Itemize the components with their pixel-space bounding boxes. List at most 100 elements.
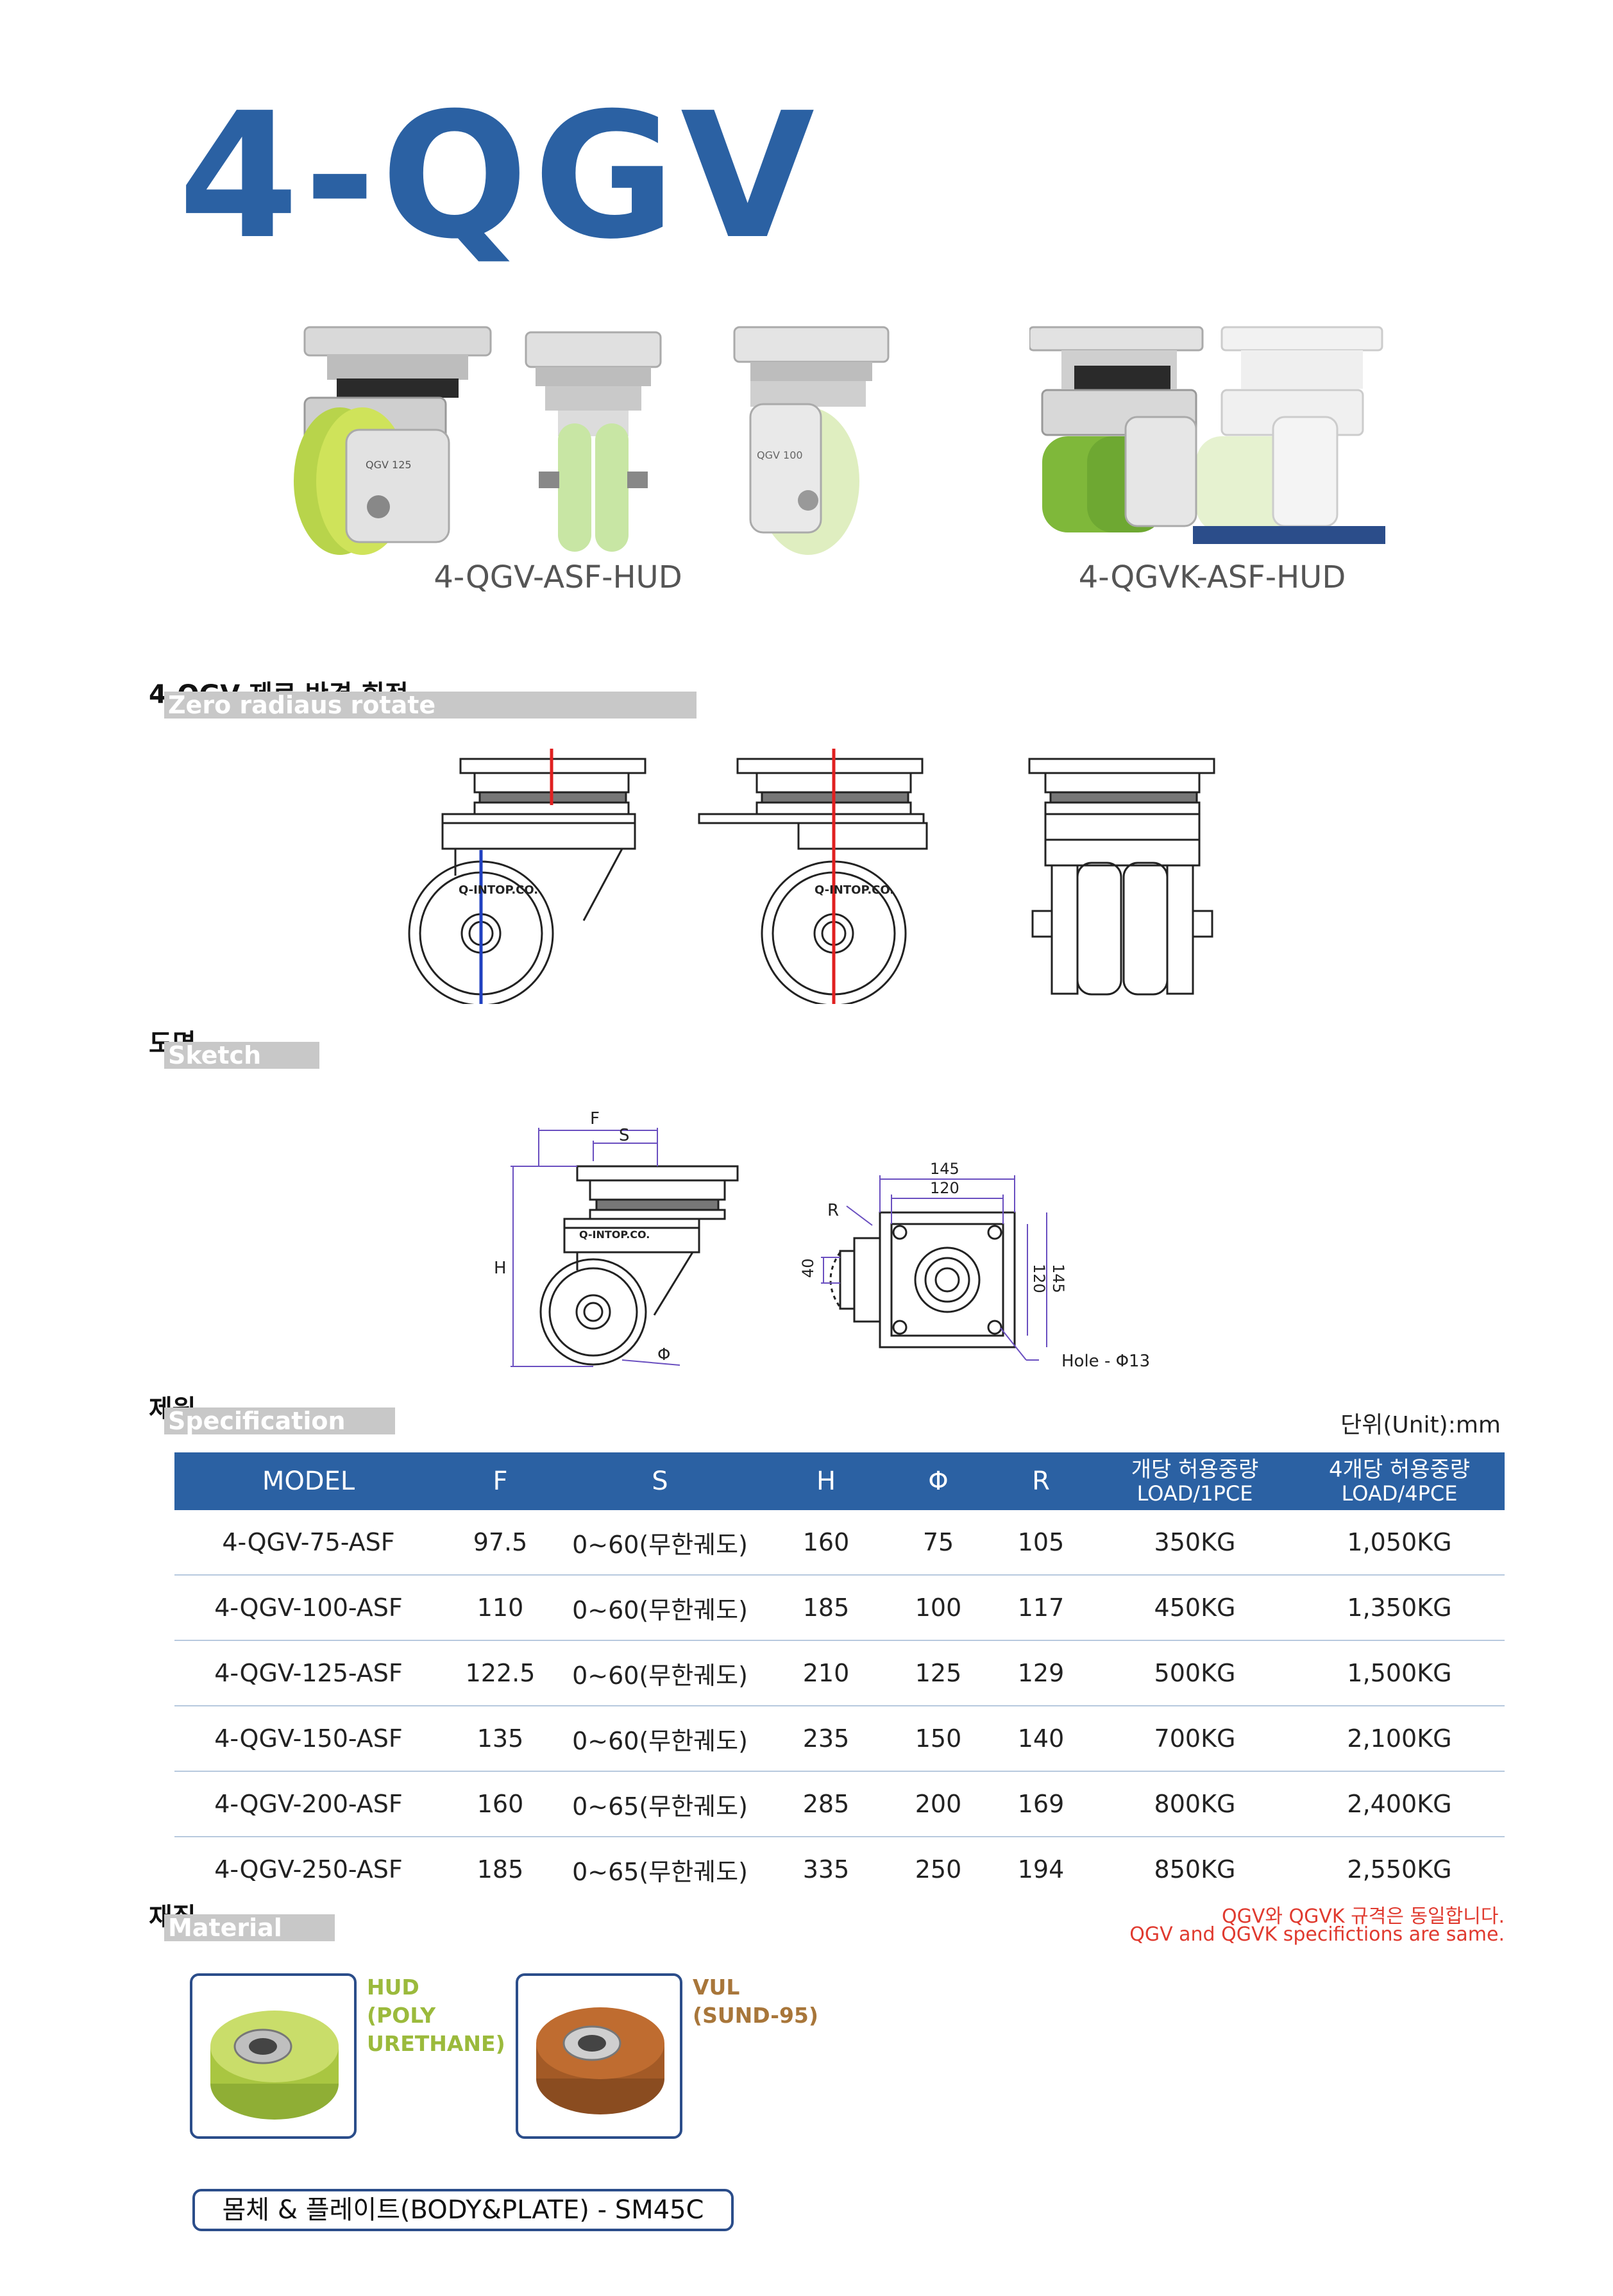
cell-h: 285: [762, 1771, 890, 1837]
zero-radius-drawings: Q-INTOP.CO. Q-INTOP.CO.: [408, 749, 1215, 1004]
cell-f: 185: [477, 1855, 524, 1884]
dim-s: S: [619, 1126, 630, 1145]
cell-h: 235: [762, 1706, 890, 1772]
header-f: F: [443, 1452, 558, 1510]
cell-phi: 150: [890, 1706, 986, 1772]
spec-header-row: MODEL F S H Φ R 개당 허용중량 LOAD/1PCE 4개당 허용…: [174, 1452, 1505, 1510]
section-title-spec-en: Specification: [164, 1407, 395, 1434]
hud-label-2: (POLY: [367, 2003, 436, 2028]
material-vul-label: VUL (SUND-95): [693, 1973, 818, 2030]
section-title-material-en: Material: [164, 1914, 335, 1941]
hud-label-1: HUD: [367, 1975, 419, 2000]
header-phi: Φ: [890, 1452, 986, 1510]
caster-photo-2: [525, 331, 662, 552]
header-s: S: [558, 1452, 762, 1510]
section-title-sketch-en: Sketch: [164, 1042, 319, 1069]
caption-right: 4-QGVK-ASF-HUD: [1078, 559, 1346, 595]
wheel-label-2: QGV 100: [757, 449, 803, 461]
cell-model: 4-QGV-75-ASF: [174, 1510, 443, 1576]
cell-s: 0~60(무한궤도): [558, 1640, 762, 1706]
header-load4-ko: 4개당 허용중량: [1328, 1457, 1471, 1483]
section-title-zero-en: Zero radiaus rotate: [164, 692, 697, 719]
cell-s: 0~65(무한궤도): [558, 1771, 762, 1837]
cell-model: 4-QGV-250-ASF: [214, 1855, 403, 1884]
cell-s: 0~60(무한궤도): [558, 1706, 762, 1772]
product-photos-left: QGV 125 QGV 100: [294, 326, 890, 555]
material-hud-box: [190, 1973, 357, 2139]
spec-table: MODEL F S H Φ R 개당 허용중량 LOAD/1PCE 4개당 허용…: [174, 1452, 1505, 1901]
cell-f: 122.5: [443, 1640, 558, 1706]
table-row: 4-QGV-125-ASF 122.5 0~60(무한궤도) 210 125 1…: [174, 1640, 1505, 1706]
wheel-label-1: QGV 125: [366, 459, 412, 471]
header-load1: 개당 허용중량 LOAD/1PCE: [1095, 1452, 1294, 1510]
dim-r: R: [827, 1201, 839, 1220]
cell-s: 0~60(무한궤도): [558, 1510, 762, 1576]
cell-f: 110: [443, 1575, 558, 1641]
cell-f: 160: [443, 1771, 558, 1837]
cell-r: 117: [986, 1575, 1095, 1641]
product-photos-right: [1029, 326, 1385, 544]
cell-model: 4-QGV-150-ASF: [174, 1706, 443, 1772]
spec-note-en: QGV and QGVK specifictions are same.: [1129, 1923, 1505, 1946]
dim-f: F: [590, 1109, 600, 1128]
caption-left: 4-QGV-ASF-HUD: [434, 559, 682, 595]
cell-h: 160: [762, 1510, 890, 1576]
table-row: 4-QGV-200-ASF 160 0~65(무한궤도) 285 200 169…: [174, 1771, 1505, 1837]
dim-145-v: 145: [1049, 1264, 1067, 1293]
cell-load1: 800KG: [1095, 1771, 1294, 1837]
header-h: H: [762, 1452, 890, 1510]
material-hud-label: HUD (POLY URETHANE): [367, 1973, 505, 2058]
cell-load1: 850KG: [1154, 1855, 1236, 1884]
cell-load1: 350KG: [1095, 1510, 1294, 1576]
table-row: 4-QGV-75-ASF 97.5 0~60(무한궤도) 160 75 105 …: [174, 1510, 1505, 1576]
vul-label-1: VUL: [693, 1975, 740, 2000]
cell-load1: 450KG: [1095, 1575, 1294, 1641]
hud-label-3: URETHANE): [367, 2031, 505, 2056]
cell-load4: 1,500KG: [1294, 1640, 1505, 1706]
unit-label: 단위(Unit):mm: [1340, 1412, 1501, 1438]
body-plate-material: 몸체 & 플레이트(BODY&PLATE) - SM45C: [192, 2189, 734, 2231]
dim-120-w: 120: [930, 1179, 959, 1197]
dim-40: 40: [799, 1258, 817, 1278]
dim-hole: Hole - Φ13: [1061, 1352, 1150, 1371]
cell-r: 105: [986, 1510, 1095, 1576]
cell-load4: 1,350KG: [1294, 1575, 1505, 1641]
caster-photo-3: QGV 100: [733, 326, 890, 555]
cell-r: 129: [986, 1640, 1095, 1706]
cell-load1: 700KG: [1095, 1706, 1294, 1772]
cell-s: 0~60(무한궤도): [558, 1575, 762, 1641]
cell-load4: 2,550KG: [1347, 1855, 1452, 1884]
brand-label-2: Q-INTOP.CO.: [815, 883, 894, 897]
cell-r: 169: [986, 1771, 1095, 1837]
dim-h: H: [494, 1259, 507, 1278]
cell-model: 4-QGV-200-ASF: [174, 1771, 443, 1837]
sketch-brand: Q-INTOP.CO.: [579, 1229, 650, 1241]
sketch-drawings: F S H Φ Q-INTOP.CO. 145 120 120 145 40: [494, 1109, 1150, 1371]
hud-wheel-image: [210, 2011, 339, 2120]
brand-label-1: Q-INTOP.CO.: [459, 883, 538, 897]
cell-model: 4-QGV-100-ASF: [174, 1575, 443, 1641]
table-row: 4-QGV-250-ASF 185 0~65(무한궤도) 335 250 194…: [174, 1837, 1505, 1901]
page-title: 4-QGV: [178, 75, 820, 277]
cell-phi: 200: [890, 1771, 986, 1837]
cell-f: 135: [443, 1706, 558, 1772]
cell-phi: 125: [890, 1640, 986, 1706]
cell-phi: 75: [890, 1510, 986, 1576]
header-model: MODEL: [174, 1452, 443, 1510]
vul-wheel-image: [536, 2007, 664, 2114]
cell-r: 194: [1017, 1855, 1065, 1884]
cell-phi: 250: [915, 1855, 962, 1884]
cell-phi: 100: [890, 1575, 986, 1641]
dim-120-v: 120: [1030, 1264, 1048, 1293]
material-vul-box: [516, 1973, 682, 2139]
cell-load4: 1,050KG: [1294, 1510, 1505, 1576]
cell-load4: 2,400KG: [1294, 1771, 1505, 1837]
cell-r: 140: [986, 1706, 1095, 1772]
cell-load4: 2,100KG: [1294, 1706, 1505, 1772]
dim-phi: Φ: [657, 1345, 670, 1365]
cell-h: 210: [762, 1640, 890, 1706]
cell-h: 335: [802, 1855, 850, 1884]
dim-145-w: 145: [930, 1160, 959, 1178]
cell-h: 185: [762, 1575, 890, 1641]
header-load1-en: LOAD/1PCE: [1136, 1481, 1253, 1506]
